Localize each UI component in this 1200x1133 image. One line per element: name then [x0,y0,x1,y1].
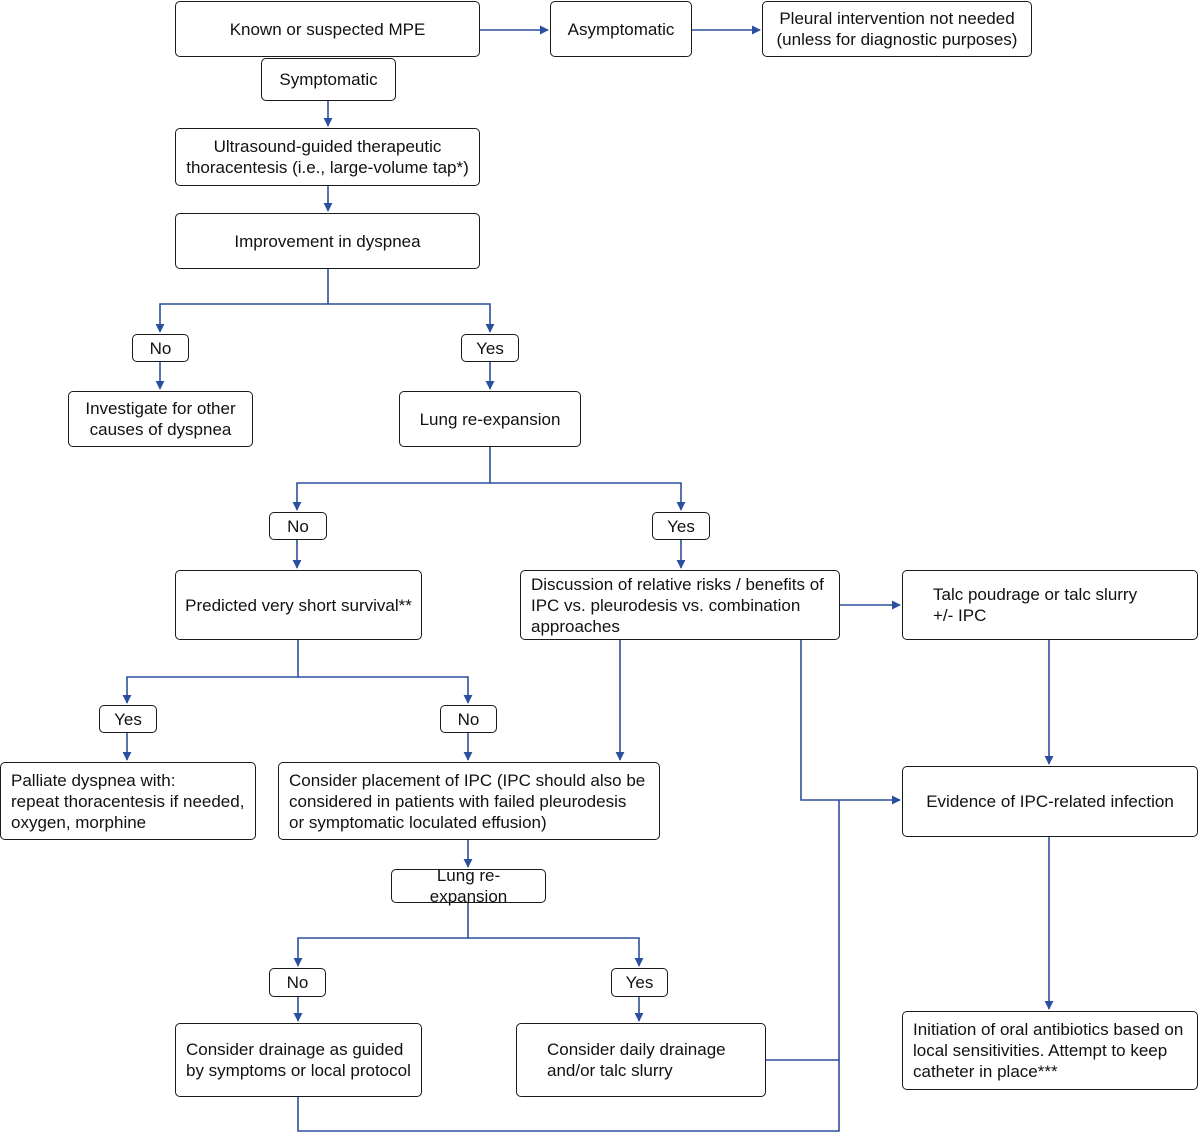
palliate-box: Palliate dyspnea with: repeat thoracente… [0,762,256,840]
talc-box: Talc poudrage or talc slurry +/- IPC [902,570,1198,640]
improvement-dyspnea-box: Improvement in dyspnea [175,213,480,269]
yes-label-2: Yes [652,512,710,540]
no-label-1: No [132,334,189,362]
daily-drainage-box: Consider daily drainage and/or talc slur… [516,1023,766,1097]
no-intervention-box: Pleural intervention not needed (unless … [762,1,1032,57]
connector [298,676,473,704]
drainage-guided-box: Consider drainage as guided by symptoms … [175,1023,422,1097]
investigate-box: Investigate for other causes of dyspnea [68,391,253,447]
symptomatic-box: Symptomatic [261,58,396,101]
connector [297,800,840,1132]
connector [293,903,469,967]
connector [468,937,644,967]
lung-reexpansion-box-2: Lung re-expansion [391,866,546,906]
connector [155,269,329,333]
connector [122,640,299,704]
ipc-placement-box: Consider placement of IPC (IPC should al… [278,762,660,840]
survival-box: Predicted very short survival** [175,570,422,640]
yes-label-4: Yes [611,968,668,997]
no-label-2: No [269,512,327,540]
thoracentesis-box: Ultrasound-guided therapeutic thoracente… [175,128,480,186]
connector [800,640,901,805]
connector [328,303,495,333]
infection-box: Evidence of IPC-related infection [902,766,1198,837]
yes-label-3: Yes [99,705,157,733]
discussion-box: Discussion of relative risks / benefits … [520,570,840,640]
asymptomatic-box: Asymptomatic [550,1,692,57]
yes-label-1: Yes [461,334,519,362]
no-label-3: No [440,705,497,733]
connector [490,482,686,511]
known-suspected-mpe-box: Known or suspected MPE [175,1,480,57]
connector [292,447,491,511]
antibiotics-box: Initiation of oral antibiotics based on … [902,1011,1198,1090]
lung-reexpansion-box-1: Lung re-expansion [399,391,581,447]
no-label-4: No [269,968,326,997]
